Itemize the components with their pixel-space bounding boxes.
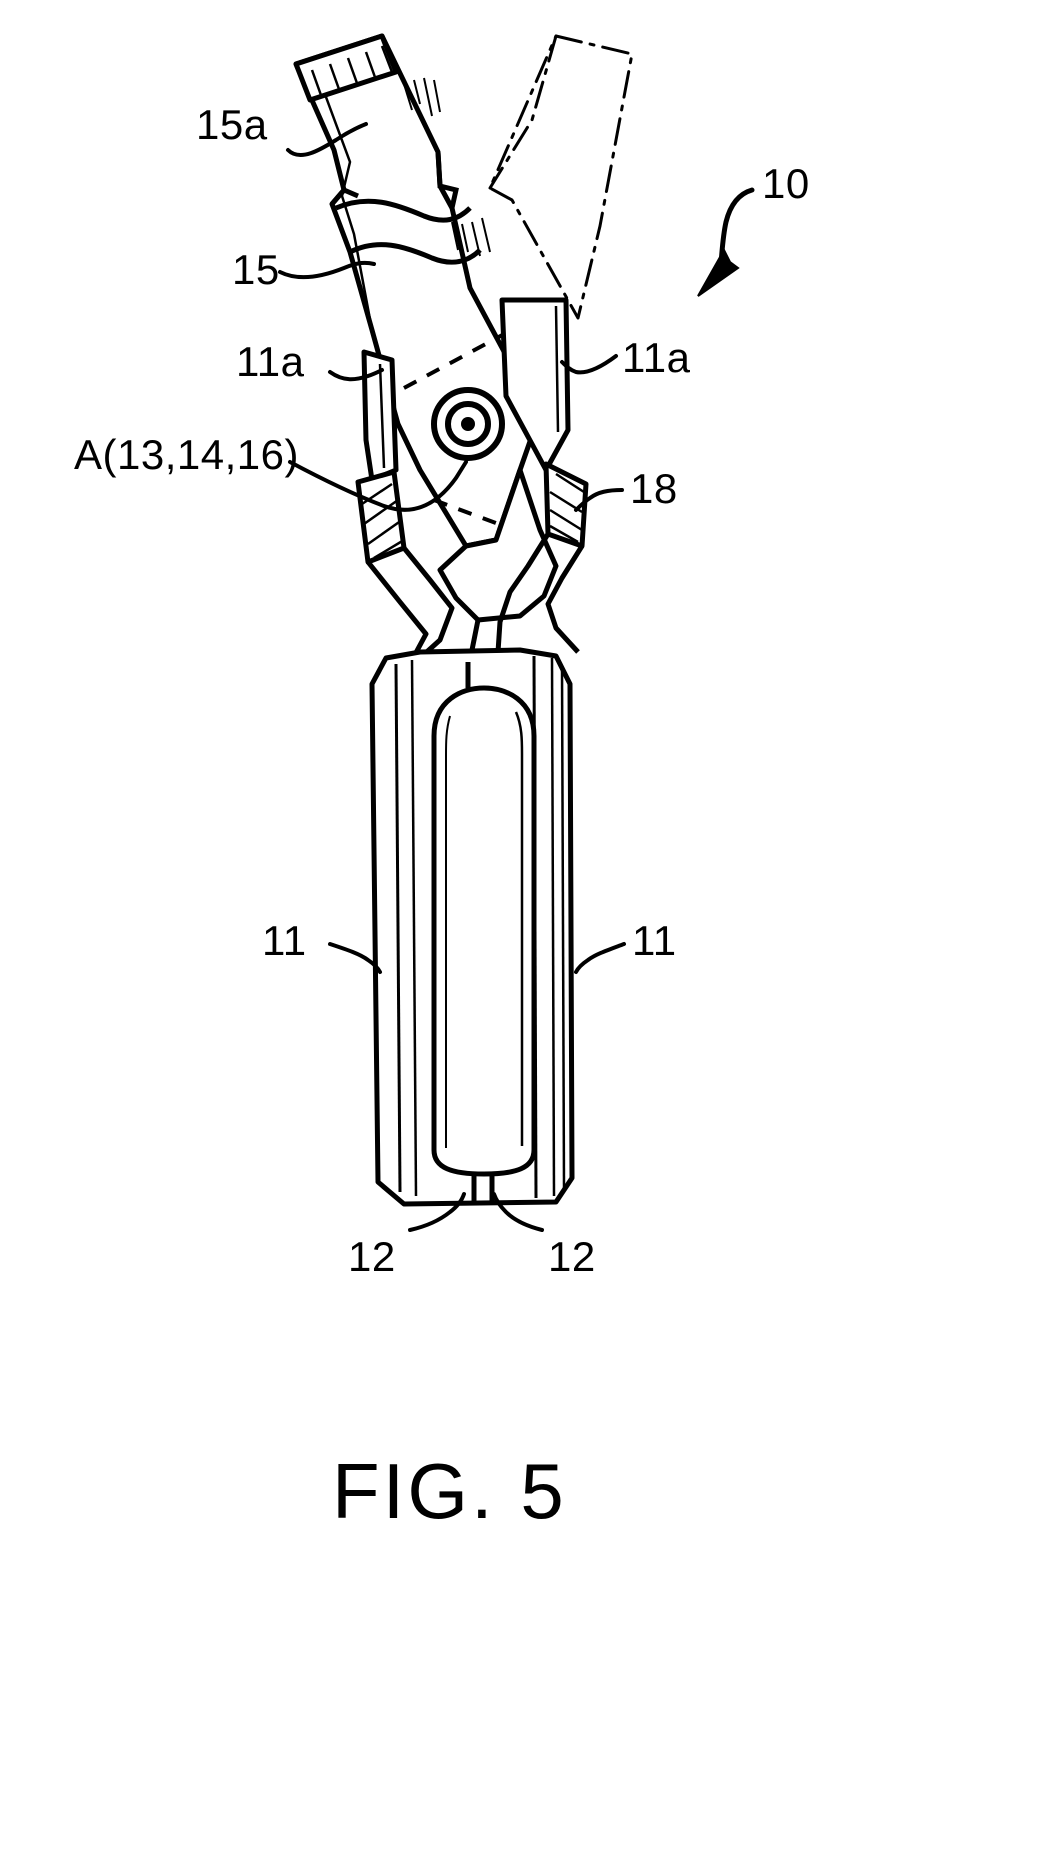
shaft-slot-inner-line-left [445,715,451,1148]
reference-label-11-right: 11 [632,917,677,964]
upper-jaw-left-notch [330,186,359,206]
leader-11a-left [328,368,384,382]
leader-15 [278,260,376,280]
upper-jaw-band-line-lower [348,242,482,265]
shaft-right-edge-3 [560,667,566,1189]
reference-label-12-left: 12 [348,1233,396,1280]
reference-label-18: 18 [630,465,678,512]
reference-label-11a-left: 11a [236,338,305,385]
pivot-pin-assembly [431,387,505,461]
leader-11a-right [560,354,618,375]
upper-jaw-tip-face [293,33,399,103]
pivot-center-dot [461,417,475,431]
lower-hatched-block-left [355,469,407,565]
reference-label-15: 15 [232,246,280,293]
figure-caption: FIG. 5 [332,1447,567,1535]
reference-label-a-assembly: A(13,14,16) [74,431,299,478]
reference-label-15a: 15a [196,101,268,148]
leader-lines [278,122,626,1232]
tip-face-hatching [310,45,394,99]
leader-15a [286,122,368,157]
reference-label-12-right: 12 [548,1233,596,1280]
upper-jaw-assembly [293,33,553,549]
shaft-slot [431,685,537,1177]
leader-11-left [328,942,382,974]
upper-jaw-band-line-upper [334,198,472,223]
shaft-left-edge-2 [410,659,418,1197]
leader-12-left [408,1192,466,1232]
arrow-10 [697,187,755,297]
reference-label-11a-right: 11a [622,334,691,381]
leader-a-1314-16 [288,460,468,512]
shaft-body [369,647,575,1207]
upper-jaw-right-notch [435,151,459,209]
phantom-jaw-outline [488,34,634,320]
shaft-bottom-notch [471,1174,495,1204]
reference-label-11-left: 11 [262,917,307,964]
leader-12-right [492,1192,544,1232]
reference-label-10: 10 [762,160,810,207]
leader-18 [574,488,624,512]
shaft-right-edge-2 [550,657,556,1197]
shaft-left-edge-1 [394,663,402,1193]
upper-jaw-tip-shading [403,77,441,117]
leader-11-right [574,942,626,974]
clevis-left-flange [361,349,399,483]
shaft-slot-inner-line [514,711,524,1146]
lower-link-body [437,467,559,623]
upper-jaw-band-shading [451,217,491,257]
